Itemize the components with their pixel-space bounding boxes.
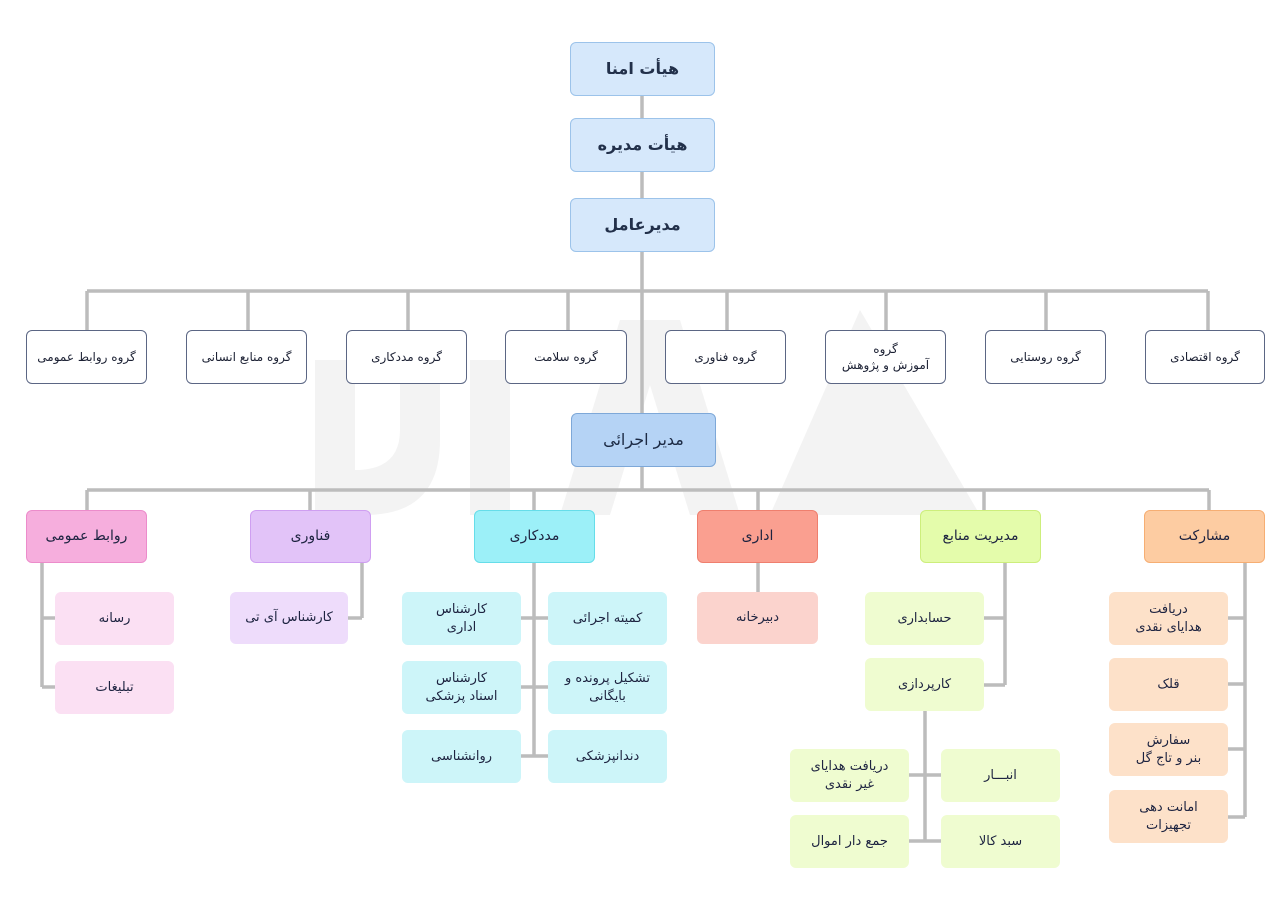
social-admin-expert: کارشناس اداری [402, 592, 521, 645]
social-executive-committee: کمیته اجرائی [548, 592, 667, 645]
board-of-directors: هیأت مدیره [570, 118, 715, 172]
executive-manager: مدیر اجرائی [571, 413, 716, 467]
participation-piggy-bank: قلک [1109, 658, 1228, 711]
group-technology: گروه فناوری [665, 330, 786, 384]
group-economic: گروه اقتصادی [1145, 330, 1265, 384]
dept-participation: مشارکت [1144, 510, 1265, 563]
participation-banner-order: سفارش بنر و تاج گل [1109, 723, 1228, 776]
procurement-property-keeper: جمع دار اموال [790, 815, 909, 868]
admin-secretariat: دبیرخانه [697, 592, 818, 644]
group-public-relations: گروه روابط عمومی [26, 330, 147, 384]
social-medical-records-expert: کارشناس اسناد پزشکی [402, 661, 521, 714]
board-of-trustees: هیأت امنا [570, 42, 715, 96]
dept-social-work: مددکاری [474, 510, 595, 563]
group-social-work: گروه مددکاری [346, 330, 467, 384]
participation-cash-donations: دریافت هدایای نقدی [1109, 592, 1228, 645]
procurement-warehouse: انبـــار [941, 749, 1060, 802]
social-filing-archive: تشکیل پرونده و بایگانی [548, 661, 667, 714]
ceo: مدیرعامل [570, 198, 715, 252]
group-human-resources: گروه منابع انسانی [186, 330, 307, 384]
pr-advertising: تبلیغات [55, 661, 174, 714]
group-health: گروه سلامت [505, 330, 627, 384]
tech-it-expert: کارشناس آی تی [230, 592, 348, 644]
procurement-goods-basket: سبد کالا [941, 815, 1060, 868]
resources-procurement: کارپردازی [865, 658, 984, 711]
group-rural: گروه روستایی [985, 330, 1106, 384]
dept-public-relations: روابط عمومی [26, 510, 147, 563]
group-education-research: گروه آموزش و پژوهش [825, 330, 946, 384]
procurement-noncash-donations: دریافت هدایای غیر نقدی [790, 749, 909, 802]
dept-technology: فناوری [250, 510, 371, 563]
resources-accounting: حسابداری [865, 592, 984, 645]
social-dentistry: دندانپزشکی [548, 730, 667, 783]
dept-admin: اداری [697, 510, 818, 563]
dept-resources: مدیریت منابع [920, 510, 1041, 563]
pr-media: رسانه [55, 592, 174, 645]
social-psychology: روانشناسی [402, 730, 521, 783]
participation-equipment-lending: امانت دهی تجهیزات [1109, 790, 1228, 843]
